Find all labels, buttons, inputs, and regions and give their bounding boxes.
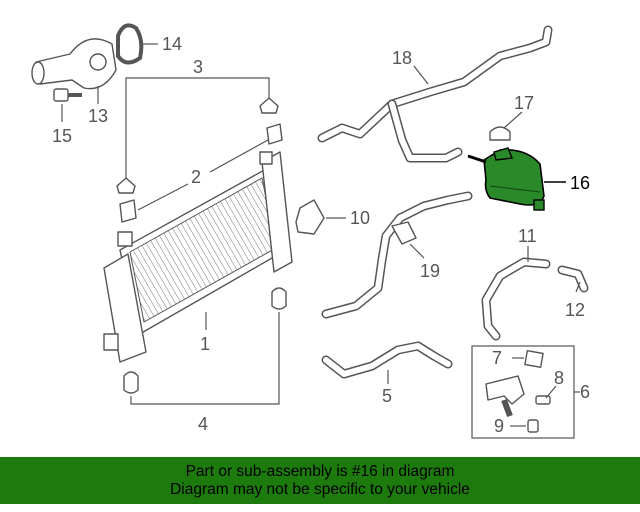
callout-17: 17	[514, 93, 534, 113]
bolt[interactable]	[53, 88, 82, 102]
callout-4: 4	[198, 414, 208, 434]
clip-nut[interactable]	[116, 97, 279, 194]
callout-7: 7	[492, 348, 502, 368]
callout-1: 1	[200, 334, 210, 354]
callout-6: 6	[580, 382, 590, 402]
footer-line-1: Part or sub-assembly is #16 in diagram	[185, 462, 455, 480]
bypass-hose[interactable]	[321, 341, 453, 379]
callout-16: 16	[570, 173, 590, 193]
upper-bracket[interactable]	[119, 123, 283, 223]
callout-11: 11	[518, 226, 537, 246]
callout-19: 19	[420, 261, 440, 281]
reservoir-cap[interactable]	[489, 126, 511, 141]
leader-lines	[61, 43, 581, 427]
parts-diagram: 1 2 3 4 5 6 7 8 9 10 11 12 13 14 15 16 1…	[31, 23, 590, 439]
housing-gasket[interactable]	[116, 23, 144, 65]
coolant-reservoir[interactable]	[467, 147, 545, 211]
thermostat-housing[interactable]	[31, 38, 117, 90]
overflow-hose[interactable]	[481, 257, 551, 341]
callout-12: 12	[565, 300, 585, 320]
callouts: 1 2 3 4 5 6 7 8 9 10 11 12 13 14 15 16 1…	[52, 34, 590, 436]
footer-banner: Part or sub-assembly is #16 in diagram D…	[0, 457, 640, 504]
callout-9: 9	[494, 416, 504, 436]
callout-8: 8	[554, 368, 564, 388]
footer-line-2: Diagram may not be specific to your vehi…	[170, 480, 470, 498]
callout-15: 15	[52, 126, 72, 146]
upper-pipe[interactable]	[317, 25, 553, 163]
radiator[interactable]	[103, 151, 293, 363]
short-hose[interactable]	[557, 265, 589, 293]
lower-insulator[interactable]	[123, 287, 287, 394]
callout-14: 14	[162, 34, 182, 54]
callout-5: 5	[382, 386, 392, 406]
connector-kit-box[interactable]	[471, 345, 575, 439]
lower-hose[interactable]	[321, 191, 473, 319]
callout-10: 10	[350, 208, 370, 228]
callout-18: 18	[392, 48, 412, 68]
callout-2: 2	[191, 167, 201, 187]
hose-bracket[interactable]	[295, 199, 325, 235]
callout-3: 3	[193, 57, 203, 77]
callout-13: 13	[88, 106, 108, 126]
